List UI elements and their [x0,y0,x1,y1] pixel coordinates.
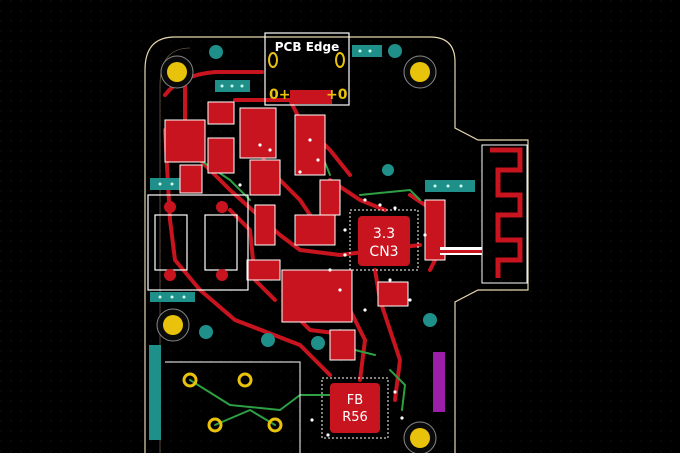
connector-plus-right: +0 [326,87,348,103]
components[interactable] [164,101,446,361]
ic-fb-label-1: FB [347,393,363,408]
small-vias [238,138,427,437]
board-outline [144,36,529,453]
usb-connector[interactable]: PCB Edge 0+ +0 [264,32,350,106]
mounting-hole-icon[interactable] [403,55,437,89]
vias [199,44,437,350]
ic-main-label-2: CN3 [369,244,398,260]
sensor-outline [165,361,301,453]
ic-main-regulator[interactable]: 3.3 CN3 [349,209,419,271]
ic-fb-label-2: R56 [342,410,368,425]
antenna-icon[interactable] [440,144,528,284]
mounting-hole-icon[interactable] [156,308,190,342]
gold-through-hole-pads[interactable] [182,372,283,433]
keepout-zone [433,352,445,412]
header-blocks [149,45,475,440]
ic-main-label-1: 3.3 [373,226,395,242]
inductor-pads [164,201,228,281]
ic-fb-resistor[interactable]: FB R56 [321,377,389,439]
mounting-hole-icon[interactable] [160,55,194,89]
connector-plus-left: 0+ [269,87,290,103]
pcb-edge-label: PCB Edge [275,40,339,54]
mounting-hole-icon[interactable] [403,421,437,453]
